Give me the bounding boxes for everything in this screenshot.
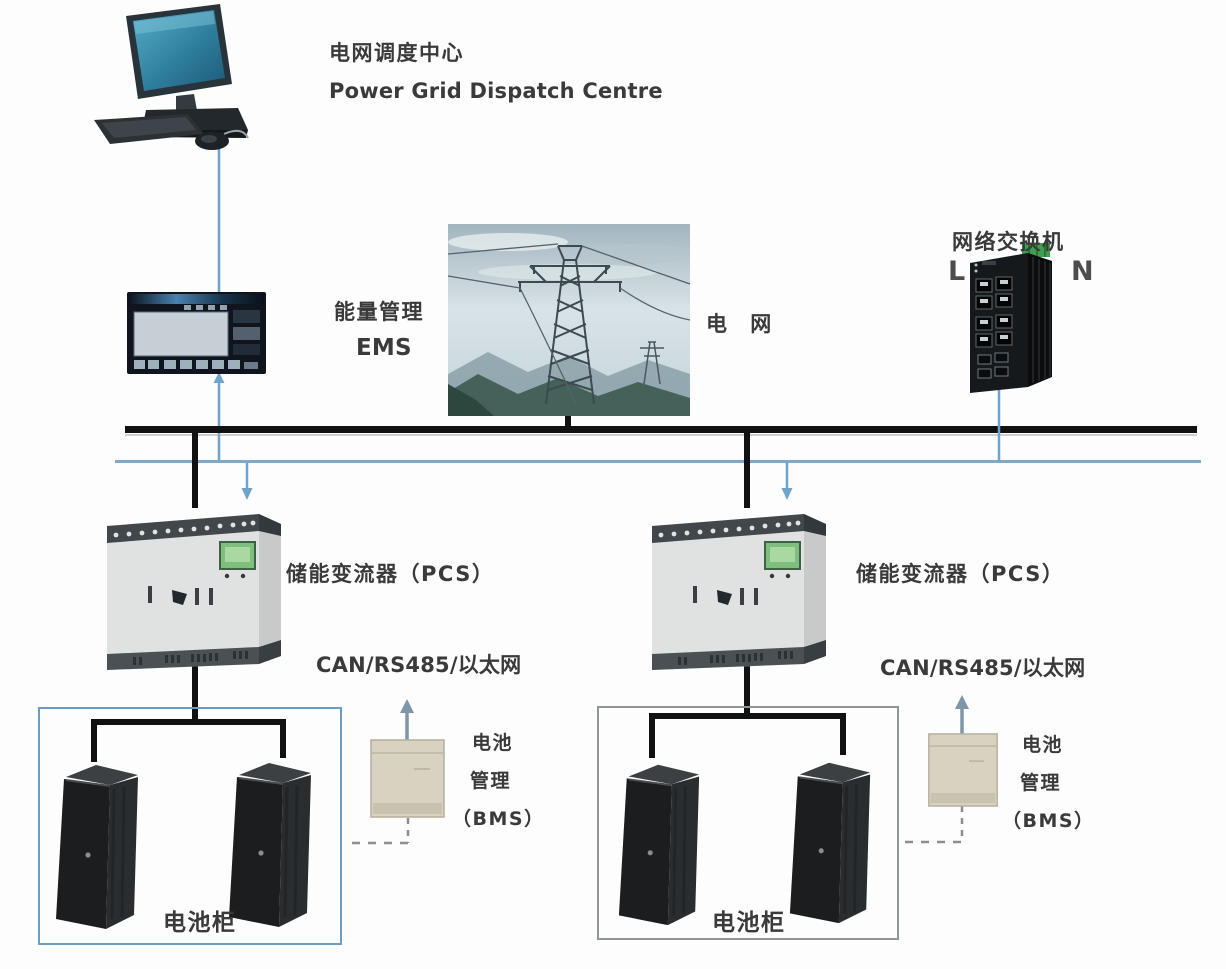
grid-label: 电 网 — [706, 312, 780, 336]
pcs-bottom-vents — [678, 651, 793, 665]
switch-rj45-ports — [975, 276, 1013, 348]
pcs-left-down-arrowhead — [241, 488, 253, 500]
pcs-top-band — [107, 514, 259, 543]
bms-left-label-line1: 电池 — [472, 732, 514, 754]
can-bus-left-label: CAN/RS485/以太网 — [316, 653, 522, 677]
pcs-bottom-band-side — [259, 640, 281, 664]
pcs-led-2 — [785, 573, 791, 579]
battery-cabinet-image — [229, 763, 311, 927]
battery-cabinet-image — [56, 765, 138, 929]
pcs-right-label: 储能变流器（PCS） — [856, 562, 1065, 586]
switch-lan-letter-n: N — [1071, 256, 1094, 287]
ems-label-zh: 能量管理 — [334, 300, 424, 324]
pcs-mark-3 — [740, 588, 744, 605]
switch-led-2 — [974, 269, 978, 273]
pcs-screen-inner — [770, 547, 795, 562]
can-bus-right-label: CAN/RS485/以太网 — [880, 656, 1086, 680]
pcs-mark-2 — [717, 590, 732, 605]
pcs-top-band-side — [259, 514, 281, 536]
pcs-left-image — [107, 514, 281, 670]
ems-lcd — [133, 311, 229, 357]
screen-glare — [134, 11, 215, 34]
pcs-right-down-arrowhead — [781, 488, 793, 500]
pcs-top-band — [652, 514, 804, 543]
pcs-side — [804, 514, 826, 664]
keyboard-keys — [102, 117, 196, 138]
switch-label-strip — [982, 261, 996, 265]
power-grid-photo — [448, 224, 690, 416]
ems-label-en: EMS — [356, 335, 412, 361]
ems-side-key-3 — [233, 344, 260, 355]
pcs-bottom-vents — [133, 651, 248, 665]
bms-right-label-line1: 电池 — [1022, 734, 1064, 756]
ems-titlebar — [129, 294, 264, 304]
bms-left-label-line3: （BMS） — [452, 808, 545, 830]
pcs-bottom-band — [652, 647, 804, 670]
ems-side-key-2 — [233, 327, 260, 340]
pcs-mark-4 — [754, 588, 758, 605]
pcs-mark-2 — [172, 590, 187, 605]
pcs-vent-dots — [113, 520, 256, 538]
near-mountains — [448, 374, 690, 416]
pcs-bottom-band — [107, 647, 259, 670]
dispatch-center-label-zh: 电网调度中心 — [329, 41, 464, 65]
bms-box-right-image — [928, 733, 998, 807]
bms-right-up-arrowhead — [955, 695, 969, 709]
dispatch-computer-image — [94, 4, 249, 150]
cloud-3 — [478, 264, 658, 280]
pcs-left-label: 储能变流器（PCS） — [286, 562, 495, 586]
pcs-led-1 — [224, 573, 230, 579]
battery-cabinet-image — [618, 764, 700, 926]
pcs-mark-3 — [195, 588, 199, 605]
mouse-cable — [223, 129, 249, 139]
ems-btn-d — [220, 305, 227, 310]
transmission-tower — [518, 245, 622, 405]
ems-btn-b — [196, 305, 203, 310]
pcs-mark-4 — [209, 588, 213, 605]
ems-side-key-1 — [233, 310, 260, 323]
distant-tower — [640, 341, 664, 385]
blue-bus-line — [115, 460, 1201, 463]
battery-group-box-right — [597, 706, 899, 940]
power-lines — [448, 243, 690, 405]
ems-device-image — [127, 292, 266, 374]
bms-box-left-image — [370, 739, 445, 818]
ems-btn-c — [208, 305, 215, 310]
pcs-screen-inner — [225, 547, 250, 562]
bms-right-label-line2: 管理 — [1020, 772, 1062, 794]
foreground-bush — [448, 384, 494, 416]
pcs-right-image — [652, 514, 826, 670]
battery-cabinet-image — [789, 762, 871, 924]
pcs-vent-dots — [658, 520, 801, 538]
black-bus-line — [125, 426, 1197, 433]
network-switch-image — [970, 243, 1052, 393]
pcs-mark-1 — [148, 586, 152, 603]
cloud-1 — [448, 233, 568, 251]
switch-led-1 — [974, 263, 978, 267]
switch-lan-letter-l: L — [948, 256, 966, 287]
pcs-mark-1 — [693, 586, 697, 603]
network-switch-label: 网络交换机 — [952, 230, 1065, 254]
battery-cabinet-left-label: 电池柜 — [163, 910, 237, 936]
battery-cabinet-right-label: 电池柜 — [712, 910, 786, 936]
black-bus-shadow — [125, 434, 1197, 436]
pcs-side — [259, 514, 281, 664]
dispatch-center-label-en: Power Grid Dispatch Centre — [329, 79, 663, 103]
bms-left-label-line2: 管理 — [470, 770, 512, 792]
switch-heatsink-fins — [1032, 257, 1051, 383]
pcs-led-2 — [240, 573, 246, 579]
ems-up-arrowhead — [213, 372, 225, 383]
pcs-led-1 — [769, 573, 775, 579]
mouse-highlight — [201, 135, 217, 143]
bms-left-up-arrowhead — [400, 699, 414, 713]
switch-sfp-ports — [977, 352, 1009, 379]
ems-bottom-keys — [134, 360, 258, 369]
pcs-top-band-side — [804, 514, 826, 536]
battery-group-box-left — [38, 707, 342, 945]
pcs-bottom-band-side — [804, 640, 826, 664]
ems-btn-a — [184, 305, 191, 310]
bms-right-label-line3: （BMS） — [1002, 810, 1095, 832]
